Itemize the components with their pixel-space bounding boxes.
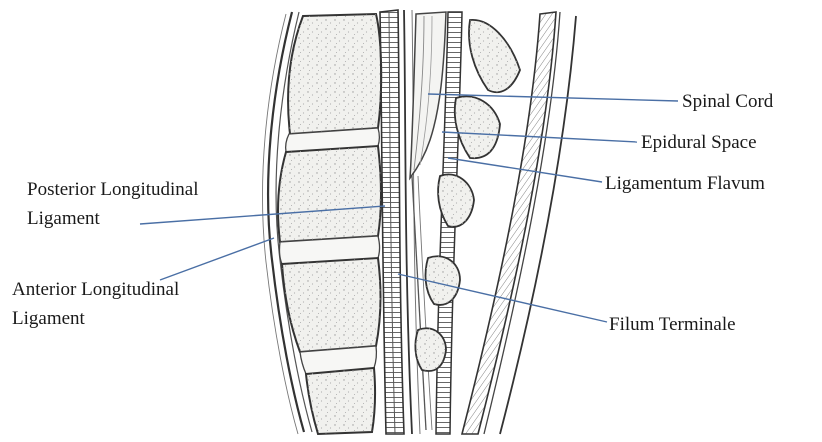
leader-anterior-ligament bbox=[160, 238, 274, 280]
label-filum-terminale: Filum Terminale bbox=[609, 313, 736, 336]
label-anterior-ligament-line2: Ligament bbox=[12, 307, 85, 330]
label-spinal-cord: Spinal Cord bbox=[682, 90, 773, 113]
label-epidural-space: Epidural Space bbox=[641, 131, 757, 154]
label-posterior-ligament-line2: Ligament bbox=[27, 207, 100, 230]
posterior-longitudinal-ligament bbox=[380, 10, 404, 434]
filum-terminale-strand bbox=[412, 176, 426, 430]
label-anterior-ligament-line1: Anterior Longitudinal bbox=[12, 278, 179, 301]
label-ligamentum-flavum: Ligamentum Flavum bbox=[605, 172, 765, 195]
label-posterior-ligament-line1: Posterior Longitudinal bbox=[27, 178, 199, 201]
leader-lines bbox=[140, 94, 678, 322]
